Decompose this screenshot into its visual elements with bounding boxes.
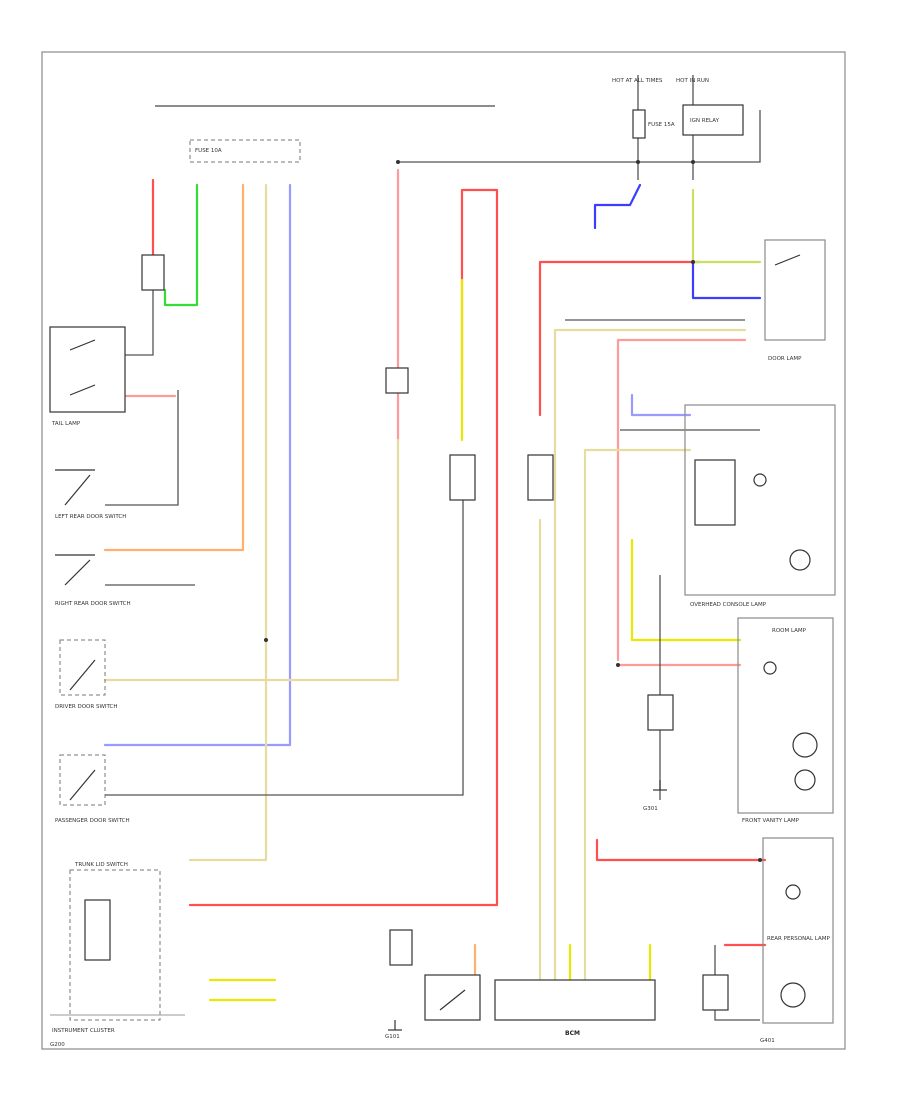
- fuse-block: [189, 139, 301, 163]
- ign-relay: [682, 104, 744, 136]
- door-lamp-switch-box: [764, 239, 826, 341]
- tail-switch-contact2: [69, 384, 96, 396]
- junction-node: [264, 638, 268, 642]
- wire-red-ign: [538, 260, 702, 417]
- ground-symbol: [388, 1020, 402, 1031]
- connector-tail: [385, 367, 409, 394]
- overhead-console-label: OVERHEAD CONSOLE LAMP: [690, 602, 767, 608]
- wire-dark-ground: [125, 290, 154, 356]
- right-rear-door-switch: RIGHT REAR DOOR SWITCH: [55, 554, 131, 607]
- wire-green-left: [163, 183, 199, 307]
- wire-blue-right: [691, 260, 762, 300]
- room-lamp-label: ROOM LAMP: [772, 628, 807, 634]
- wire-dark-trunk: [105, 500, 464, 796]
- svg-text:PASSENGER DOOR SWITCH: PASSENGER DOOR SWITCH: [55, 818, 130, 824]
- door-lamp-label: DOOR LAMP: [768, 356, 802, 362]
- driver-door-switch: DRIVER DOOR SWITCH: [55, 639, 118, 710]
- wire-cream-bcm: [553, 328, 747, 982]
- ground-g301-label: G301: [643, 806, 658, 812]
- rear-personal-bulb: [785, 884, 801, 900]
- overhead-map-switch: [694, 459, 736, 526]
- connector-lower-center: [647, 694, 674, 731]
- wire-yellow-mid: [630, 538, 742, 642]
- rear-personal-bulb2: [780, 982, 806, 1008]
- door-lamp-switch-contact: [774, 254, 801, 266]
- wire-red-main: [188, 188, 499, 907]
- vanity-bulb-low: [794, 769, 816, 791]
- junction-node: [636, 160, 640, 164]
- diagram-frame: [41, 51, 846, 1050]
- ground-g401-label: G401: [760, 1038, 775, 1044]
- connector-center2: [527, 454, 554, 501]
- rear-personal-lamp: [762, 837, 834, 1024]
- svg-text:RIGHT REAR DOOR SWITCH: RIGHT REAR DOOR SWITCH: [55, 601, 131, 607]
- front-vanity-lamp: [737, 617, 834, 814]
- rear-personal-label: REAR PERSONAL LAMP: [767, 936, 830, 942]
- junction-node: [616, 663, 620, 667]
- wire-red-lower: [595, 838, 767, 862]
- junction-node: [691, 260, 695, 264]
- hot-at-all-times-label: HOT AT ALL TIMES: [612, 78, 663, 84]
- ground-g101-label: G101: [385, 1034, 400, 1040]
- ign-relay-label: IGN RELAY: [690, 118, 720, 124]
- wire-orange: [103, 183, 245, 552]
- fuse-15a: [632, 109, 646, 139]
- front-vanity-label: FRONT VANITY LAMP: [742, 818, 800, 824]
- wire-pink-right: [616, 338, 747, 662]
- svg-text:DRIVER DOOR SWITCH: DRIVER DOOR SWITCH: [55, 704, 118, 710]
- wire-dark-tail: [105, 390, 179, 506]
- vanity-bulb-mid: [792, 732, 818, 758]
- cluster-element: [84, 899, 111, 961]
- door-relay-contact: [439, 989, 466, 1011]
- wire-purple-left: [103, 183, 292, 747]
- fuse-15a-label: FUSE 15A: [648, 122, 675, 128]
- overhead-lamp-bulb: [789, 549, 811, 571]
- junction-node: [758, 858, 762, 862]
- hot-in-run-label: HOT IN RUN: [676, 78, 709, 84]
- ground-main-label: G200: [50, 1042, 65, 1048]
- wire-blue-lower: [630, 393, 692, 417]
- wire-dark-bus: [398, 110, 761, 163]
- trunk-lid-label: TRUNK LID SWITCH: [74, 862, 128, 868]
- instrument-cluster-label: INSTRUMENT CLUSTER: [52, 1028, 115, 1034]
- svg-text:LEFT REAR DOOR SWITCH: LEFT REAR DOOR SWITCH: [55, 514, 126, 520]
- vanity-bulb-top: [763, 661, 777, 675]
- tail-switch-contact: [69, 339, 96, 351]
- bcm-label: BCM: [565, 1030, 580, 1037]
- passenger-door-switch: PASSENGER DOOR SWITCH: [55, 754, 130, 824]
- wire-dark-right: [714, 945, 760, 1021]
- wire-yellow-green-right: [691, 188, 762, 264]
- overhead-lamp-bulb2: [753, 473, 767, 487]
- overhead-console-lamp: [684, 404, 836, 596]
- connector-center: [449, 454, 476, 501]
- left-rear-door-switch: LEFT REAR DOOR SWITCH: [55, 469, 126, 520]
- connector-rear: [702, 974, 729, 1011]
- trunk-lid-switch: [69, 869, 161, 1021]
- wire-cream-mid: [103, 438, 400, 682]
- wire-blue-top: [593, 183, 642, 230]
- fuse-block-label: FUSE 10A: [195, 148, 222, 154]
- connector-left: [141, 254, 165, 291]
- door-relay: [424, 974, 481, 1021]
- bcm-module: [494, 979, 656, 1021]
- wire-cream-left: [188, 183, 268, 862]
- wire-cream-bcm2: [583, 448, 692, 982]
- junction-node: [691, 160, 695, 164]
- connector-bottom: [389, 929, 413, 966]
- tail-lamp-label: TAIL LAMP: [51, 421, 81, 427]
- ground-symbol: [653, 780, 667, 791]
- tail-lamp-switch: [49, 326, 126, 413]
- junction-node: [396, 160, 400, 164]
